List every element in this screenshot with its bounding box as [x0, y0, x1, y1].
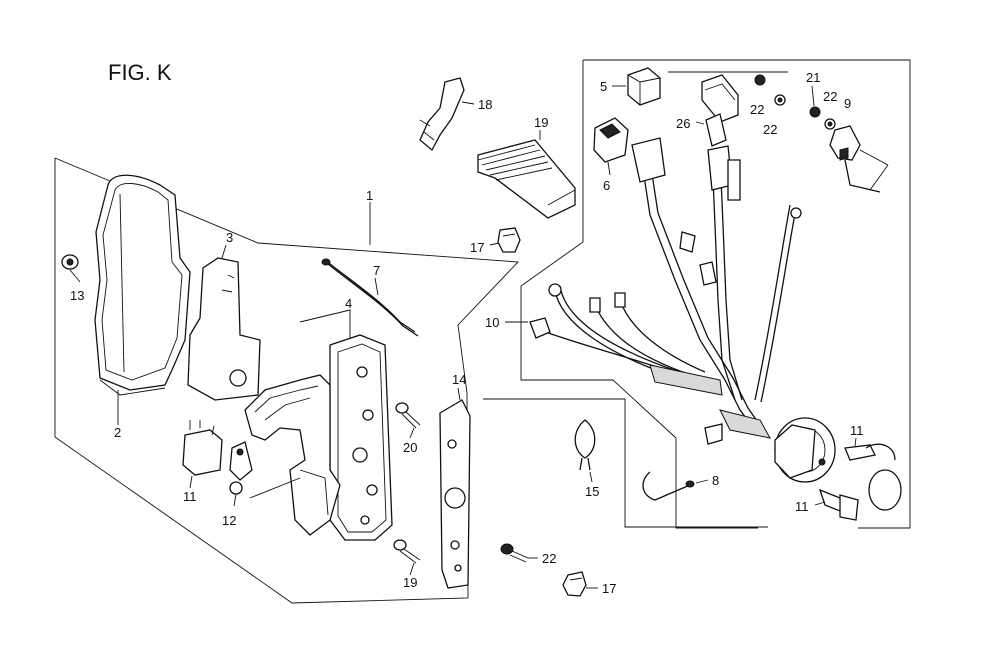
part-7-wire: 7 — [321, 258, 419, 337]
callout-9: 9 — [844, 96, 851, 111]
callout-21: 20 — [403, 440, 417, 455]
callout-19: 19 — [534, 115, 548, 130]
callout-17b: 17 — [602, 581, 616, 596]
callout-20: 19 — [403, 575, 417, 590]
callout-25: 22 — [542, 551, 556, 566]
part-17-clamp-upper: 17 — [470, 227, 521, 255]
part-12-switch: 11 — [182, 420, 223, 504]
callout-2: 2 — [114, 425, 121, 440]
callout-17a: 17 — [470, 240, 484, 255]
callout-13: 12 — [222, 513, 236, 528]
callout-3: 3 — [226, 230, 233, 245]
callout-6: 6 — [603, 178, 610, 193]
callout-1: 1 — [366, 188, 373, 203]
ignition-switch — [704, 409, 836, 483]
callout-11b: 11 — [795, 499, 809, 514]
part-3-bracket: 3 — [187, 230, 261, 401]
callout-24: 22 — [763, 122, 777, 137]
group-outlines — [54, 59, 911, 604]
part-11-key-upper: 11 — [844, 423, 896, 461]
fuse-cover — [701, 74, 739, 123]
callout-15: 13 — [70, 288, 84, 303]
part-21-screw: 20 — [395, 402, 421, 455]
part-6-socket: 6 — [593, 117, 629, 193]
callout-11a: 11 — [850, 423, 864, 438]
part-22-nut-right: 21 — [806, 70, 821, 118]
part-8-clip: 8 — [642, 471, 719, 501]
callout-18: 18 — [478, 97, 492, 112]
callout-4: 4 — [345, 296, 352, 311]
part-22-nut-upper: 22 22 — [750, 74, 786, 137]
part-17-clamp-lower: 17 — [562, 571, 616, 597]
callout-22a: 22 — [750, 102, 764, 117]
callout-10: 10 — [485, 315, 499, 330]
part-9-terminal: 9 — [829, 96, 889, 193]
part-15-grommet: 13 — [61, 254, 84, 303]
part-23-washer: 22 — [823, 89, 837, 130]
callout-22b: 21 — [806, 70, 820, 85]
callout-5: 5 — [600, 79, 607, 94]
part-5-relay: 5 — [600, 67, 661, 106]
callout-23: 22 — [823, 89, 837, 104]
part-26-fuse: 26 — [676, 113, 727, 147]
part-25-bolt: 22 — [500, 543, 556, 566]
part-14-plate: 14 — [439, 372, 471, 589]
callout-7: 7 — [373, 263, 380, 278]
part-10-wire-harness: 10 — [485, 137, 802, 431]
part-2-cover: 2 — [94, 174, 191, 440]
part-19-pad: 19 — [477, 115, 576, 219]
part-18-clip: 18 — [419, 77, 492, 152]
callout-8: 8 — [712, 473, 719, 488]
callout-12: 11 — [183, 489, 197, 504]
part-13-switch: 12 — [222, 441, 301, 528]
callout-14: 14 — [452, 372, 466, 387]
part-16-band: 15 — [574, 419, 599, 499]
figure-title: FIG. K — [108, 60, 172, 85]
callout-26: 26 — [676, 116, 690, 131]
part-20-screw: 19 — [393, 539, 421, 590]
callout-16: 15 — [585, 484, 599, 499]
part-4-control-panel: 4 — [244, 296, 393, 541]
part-11-key-lower: 11 — [795, 469, 902, 521]
